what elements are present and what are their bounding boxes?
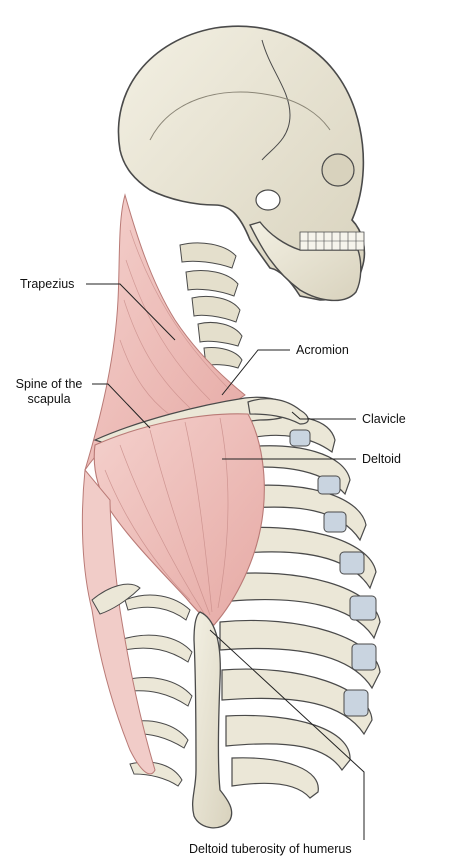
- skull: [117, 25, 366, 302]
- cartilage-segment: [323, 511, 347, 533]
- rib-cage: [219, 415, 381, 799]
- label-acromion: Acromion: [296, 343, 349, 357]
- label-spine-line2: scapula: [27, 392, 71, 406]
- label-trapezius: Trapezius: [20, 277, 75, 291]
- cartilage-segment: [343, 689, 369, 717]
- costal-cartilage: [289, 429, 377, 717]
- cervical-spine: [179, 242, 243, 369]
- label-clavicle: Clavicle: [362, 412, 406, 426]
- cartilage-segment: [351, 643, 377, 671]
- rib-6: [219, 619, 381, 690]
- trapezius-leader: [86, 283, 176, 341]
- cranium: [117, 25, 366, 301]
- posterior-ribs: [117, 594, 193, 787]
- label-spine-of-scapula: Spine of the scapula: [8, 377, 90, 407]
- rib-5: [219, 572, 381, 640]
- cartilage-segment: [339, 551, 365, 575]
- clavicle-leader: [291, 411, 356, 420]
- temporal-line: [149, 91, 331, 141]
- cartilage-segment: [317, 475, 341, 495]
- label-deltoid-tuberosity: Deltoid tuberosity of humerus: [189, 842, 352, 856]
- jaw: [248, 221, 362, 302]
- clavicle-bone: [247, 398, 309, 425]
- scapula-inferior: [91, 583, 141, 615]
- acromion-leader: [221, 349, 290, 396]
- humerus: [191, 611, 233, 829]
- cartilage-segment: [349, 595, 377, 621]
- spine-leader: [92, 383, 151, 429]
- tuberosity-leader: [209, 629, 365, 840]
- rib-7: [221, 668, 373, 736]
- orbit: [321, 153, 355, 187]
- rib-8: [225, 714, 351, 772]
- rib-2: [235, 445, 351, 496]
- label-deltoid: Deltoid: [362, 452, 401, 466]
- skull-suture: [261, 39, 291, 161]
- cartilage-segment: [289, 429, 311, 447]
- ear-opening: [255, 189, 281, 211]
- label-spine-line1: Spine of the: [15, 377, 83, 391]
- deltoid-muscle: [93, 413, 265, 626]
- rib-4: [221, 526, 377, 590]
- rib-9: [231, 757, 319, 799]
